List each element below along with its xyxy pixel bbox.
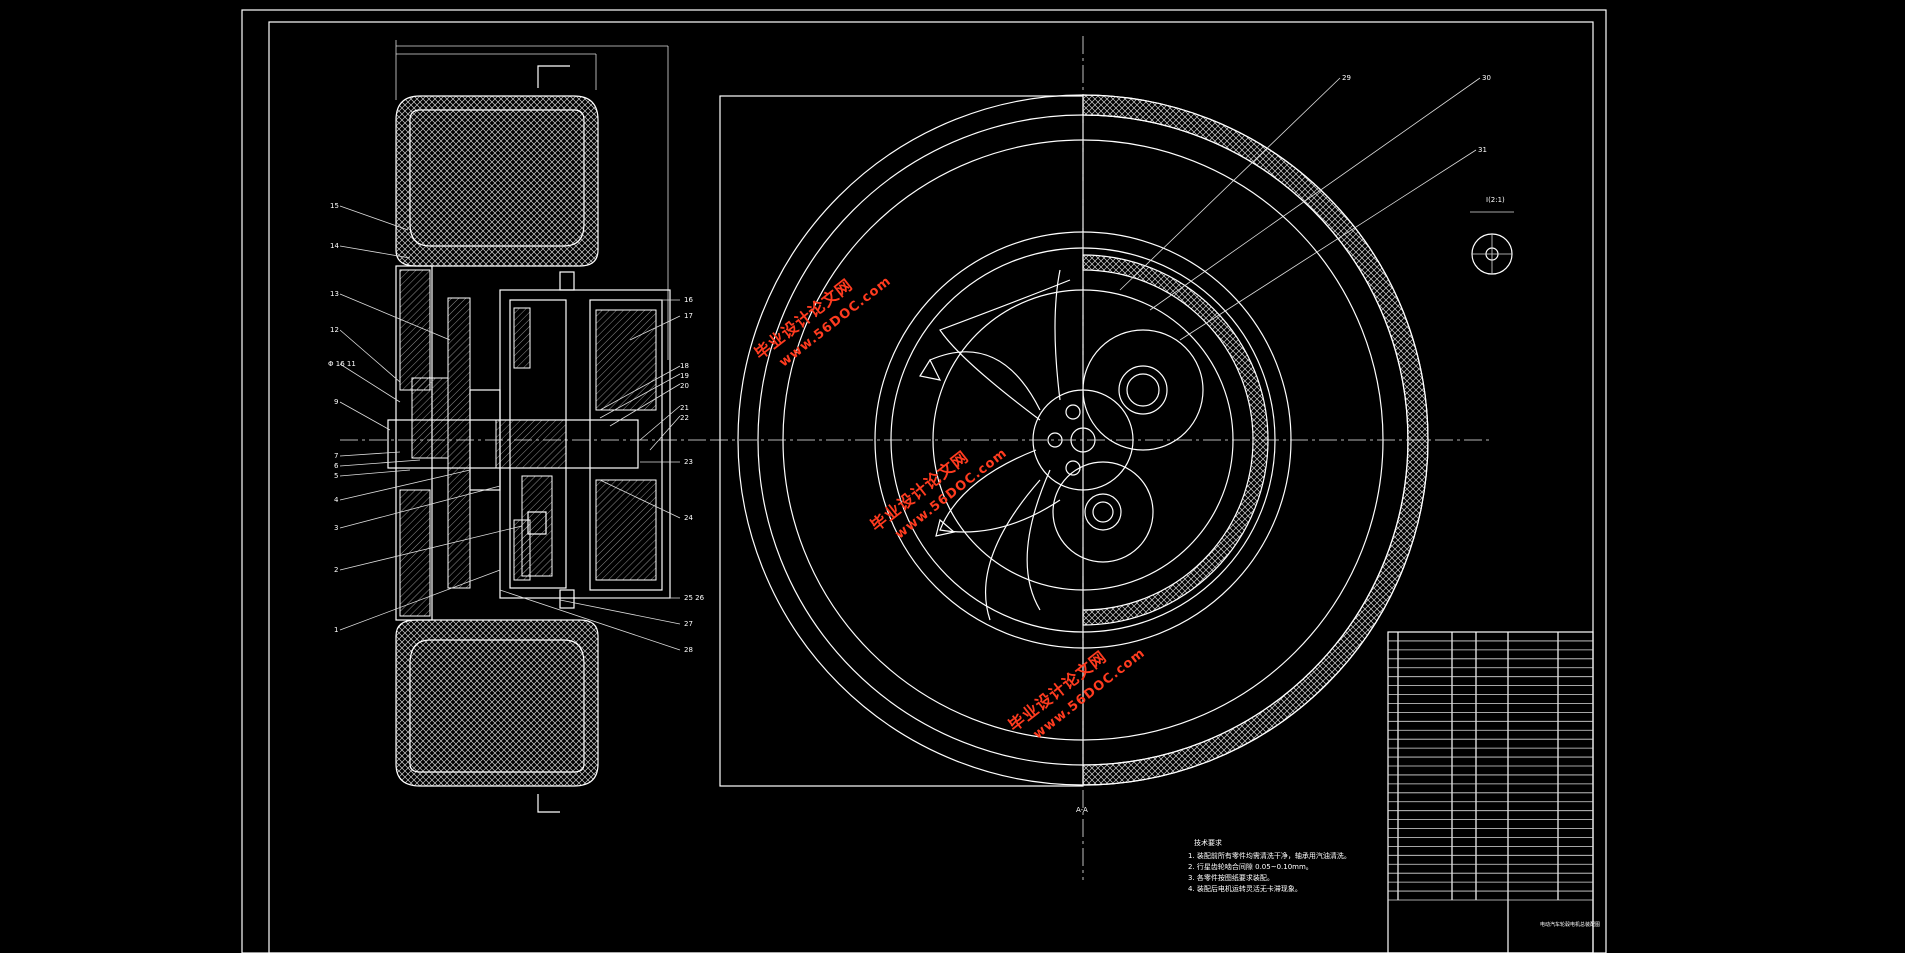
- right-labels: 16 17 18 19 20 21 22 23 24 25 26 27 28: [680, 296, 705, 654]
- right-leaders: [499, 299, 681, 651]
- watermark-3: 毕业设计论文网 www.56DOC.com: [1005, 646, 1149, 743]
- watermark-2: 毕业设计论文网 www.56DOC.com: [867, 446, 1011, 543]
- part-label: 20: [680, 382, 689, 390]
- part-label: 30: [1482, 74, 1491, 82]
- part-label: 25 26: [684, 594, 705, 602]
- part-label: 22: [680, 414, 689, 422]
- part-label: 18: [680, 362, 689, 370]
- tech-notes: 技术要求 1. 装配前所有零件均需清洗干净，轴承用汽油清洗。 2. 行星齿轮啮合…: [1188, 838, 1351, 893]
- part-label: 19: [680, 372, 689, 380]
- part-label: 6: [334, 462, 339, 470]
- part-label: 14: [330, 242, 339, 250]
- tech-note-line: 3. 各零件按图纸要求装配。: [1188, 873, 1274, 882]
- part-label: 15: [330, 202, 339, 210]
- part-label: 9: [334, 398, 338, 406]
- part-label: 5: [334, 472, 338, 480]
- part-label: 21: [680, 404, 689, 412]
- tech-note-line: 2. 行星齿轮啮合间隙 0.05~0.10mm。: [1188, 862, 1313, 871]
- inner-border: [268, 21, 1594, 953]
- part-label: 16: [684, 296, 693, 304]
- part-label: 28: [684, 646, 693, 654]
- tech-note-line: 1. 装配前所有零件均需清洗干净，轴承用汽油清洗。: [1188, 851, 1351, 860]
- tech-notes-title: 技术要求: [1194, 838, 1222, 847]
- detail-title: I(2:1): [1486, 196, 1505, 204]
- left-leaders: [339, 205, 523, 631]
- watermark-1: 毕业设计论文网 www.56DOC.com: [751, 274, 895, 371]
- part-label: 7: [334, 452, 338, 460]
- left-labels: 15 14 13 12 Φ 16 11 9 7 6 5 4 3 2 1: [328, 202, 356, 634]
- part-label: 29: [1342, 74, 1351, 82]
- part-label: 1: [334, 626, 338, 634]
- outer-border: [241, 9, 1607, 953]
- part-label: 3: [334, 524, 338, 532]
- drawing-title: 电动汽车轮毂电机总装配图: [1540, 921, 1600, 928]
- tech-note-line: 4. 装配后电机运转灵活无卡滞现象。: [1188, 884, 1302, 893]
- part-label: 2: [334, 566, 338, 574]
- front-view: 29 30 31 A-A: [710, 36, 1491, 880]
- part-label: 12: [330, 326, 339, 334]
- part-label: 23: [684, 458, 693, 466]
- part-label: 24: [684, 514, 693, 522]
- part-label: 27: [684, 620, 693, 628]
- part-label: 17: [684, 312, 693, 320]
- part-label: 13: [330, 290, 339, 298]
- part-label: Φ 16 11: [328, 360, 356, 368]
- title-block: 电动汽车轮毂电机总装配图: [1387, 631, 1600, 953]
- part-label: 4: [334, 496, 339, 504]
- section-mark: A-A: [1076, 806, 1088, 814]
- detail-view: I(2:1): [1470, 196, 1514, 275]
- part-label: 31: [1478, 146, 1487, 154]
- section-view: [340, 40, 710, 813]
